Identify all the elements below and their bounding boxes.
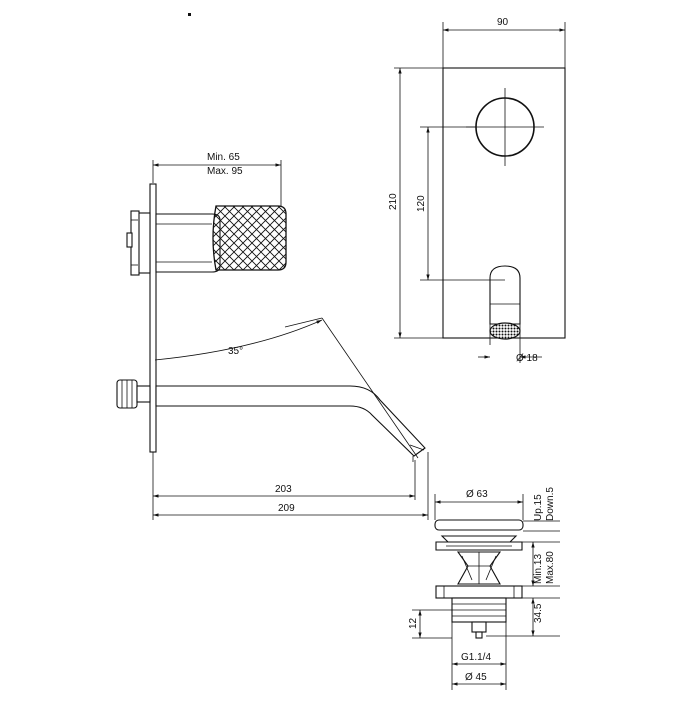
inlet-fitting: [116, 379, 151, 409]
axis-distance-label: 120: [416, 195, 427, 212]
aerator: [489, 322, 521, 340]
drain-view: Ø 63 Up.15 Down.5 Min.13 Max.80 34.5 12 …: [408, 487, 560, 690]
drain-cap: [434, 519, 524, 531]
body-max-label: Max.80: [545, 551, 556, 584]
base-diameter-label: Ø 45: [465, 672, 487, 683]
body-height-label: 34.5: [533, 603, 544, 623]
wall-plate: [149, 183, 157, 453]
thread-size-label: G1.1/4: [461, 652, 491, 663]
spout-diameter-label: Ø 18: [516, 353, 538, 364]
side-view: 35° Min. 65 Max. 95 203 209: [116, 152, 429, 520]
cap-diameter-label: Ø 63: [466, 489, 488, 500]
thread-height-label: 12: [408, 617, 419, 629]
plate-width-label: 90: [497, 17, 509, 28]
cartridge-body: [137, 212, 151, 274]
spout-front: [489, 265, 521, 325]
front-view: 90 210 120 Ø 18: [388, 17, 566, 364]
overall-length-label: 209: [278, 503, 295, 514]
corner-mark: [188, 13, 191, 16]
depth-min-label: Min. 65: [207, 152, 240, 163]
cap-down-label: Down.5: [545, 487, 556, 521]
handle-neck: [155, 213, 221, 273]
cap-up-label: Up.15: [533, 494, 544, 521]
knurled-handle: [212, 205, 287, 271]
plate-height-label: 210: [388, 193, 399, 210]
depth-max-label: Max. 95: [207, 166, 243, 177]
angle-label: 35°: [228, 346, 243, 357]
spout: [155, 385, 426, 457]
angle-arc: [154, 319, 323, 361]
body-min-label: Min.13: [533, 554, 544, 584]
spout-reach-label: 203: [275, 484, 292, 495]
